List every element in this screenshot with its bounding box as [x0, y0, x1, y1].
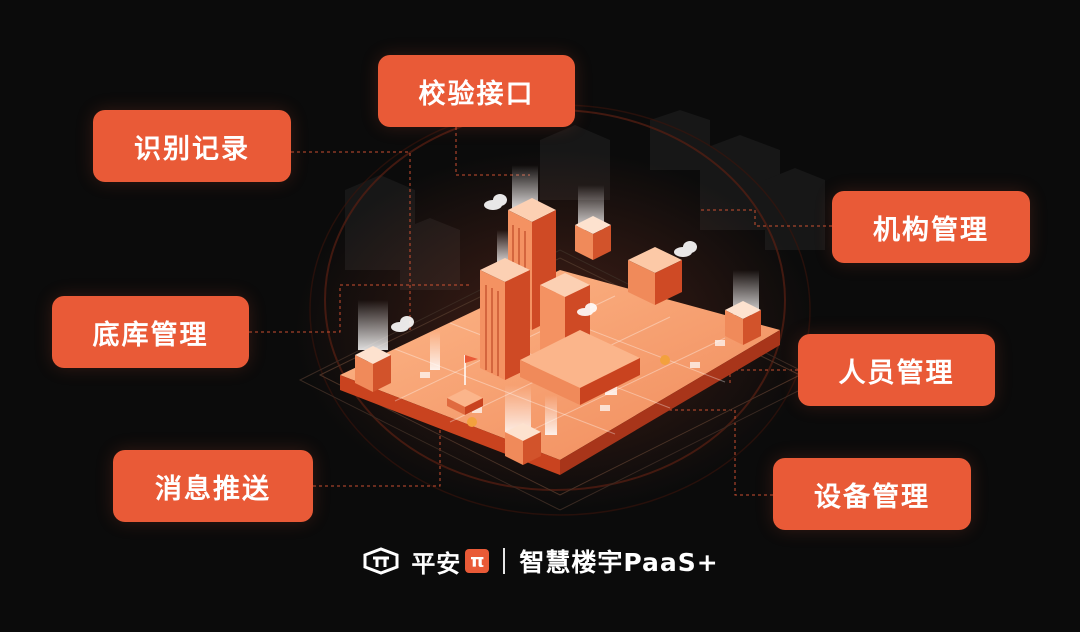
recognition-records-label: 识别记录 [93, 110, 291, 182]
verify-interface-label: 校验接口 [378, 55, 575, 127]
corner-cube-right [725, 301, 761, 345]
base-library-management-label: 底库管理 [52, 296, 249, 368]
device-management-label: 设备管理 [773, 458, 971, 530]
org-management-label: 机构管理 [832, 191, 1030, 263]
footer-branding: 平安 π 智慧楼宇PaaS+ [0, 536, 1080, 586]
corner-cube-top [575, 216, 611, 260]
footer-divider [503, 548, 506, 574]
brand-name: 平安 [411, 549, 462, 578]
building-low-front [520, 330, 640, 405]
personnel-management-label: 人员管理 [798, 334, 995, 406]
pingan-logo-icon [363, 547, 399, 575]
tower-main [480, 258, 530, 380]
product-name: 智慧楼宇PaaS+ [519, 548, 719, 577]
coin-icon [467, 355, 670, 427]
message-push-label: 消息推送 [113, 450, 313, 522]
flag-icon [447, 355, 483, 415]
building-small-right [628, 247, 682, 305]
brand-pi-badge: π [465, 549, 490, 573]
corner-cube-left [355, 346, 391, 392]
corner-cube-bottom [505, 423, 541, 465]
cloud-icon [391, 194, 697, 332]
